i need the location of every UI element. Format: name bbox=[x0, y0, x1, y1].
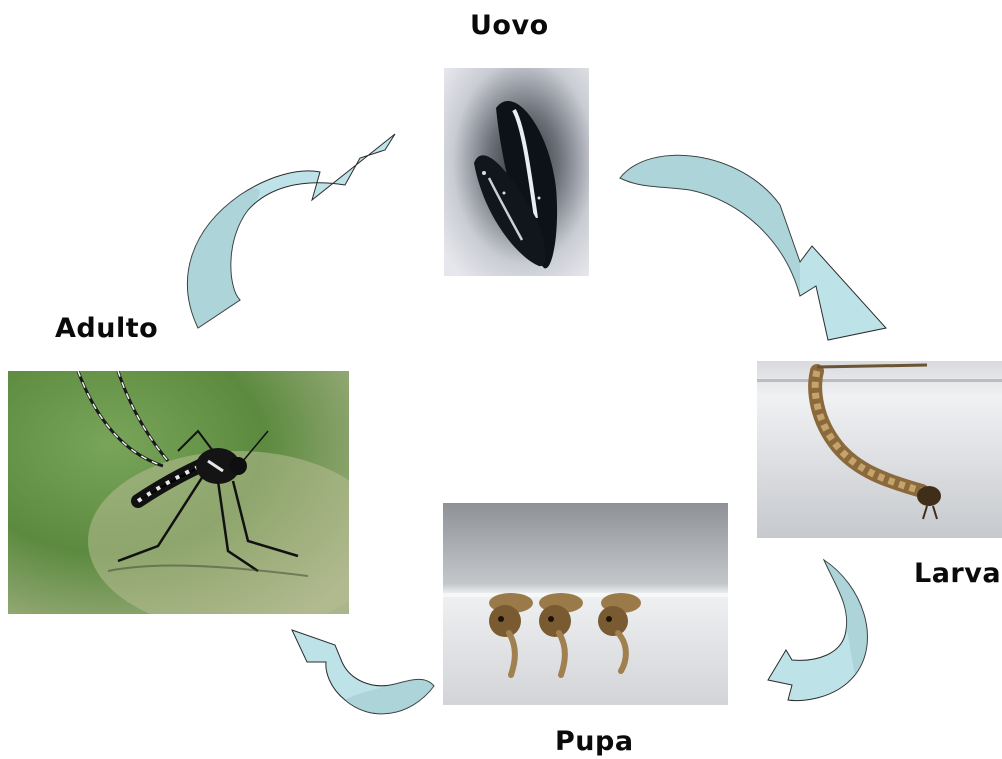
life-cycle-diagram: Uovo Adulto Larva Pupa bbox=[0, 0, 1002, 759]
cycle-arrows bbox=[0, 0, 1002, 759]
